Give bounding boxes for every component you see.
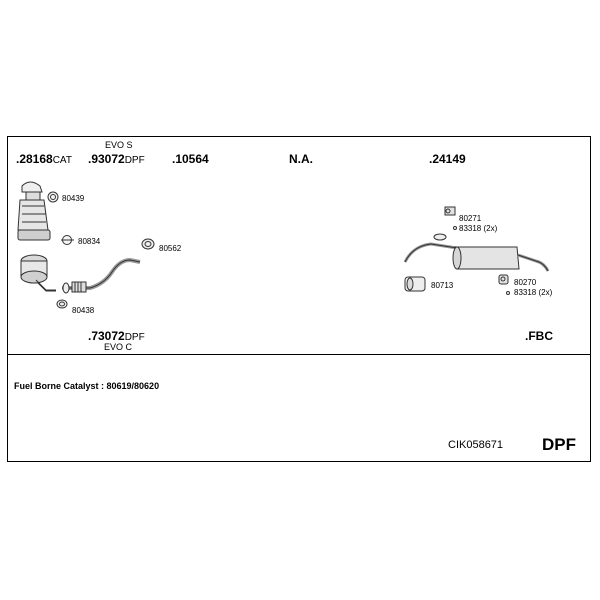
gasket-80834-drawing <box>61 235 74 245</box>
part-code-93072: .93072DPF <box>88 153 145 166</box>
clamp-80438-drawing <box>56 299 68 309</box>
label-80271: 80271 <box>459 214 482 223</box>
label-80562: 80562 <box>159 244 182 253</box>
kit-code: CIK058671 <box>448 439 504 451</box>
part-code-73072-suffix: DPF <box>124 332 145 343</box>
fuel-borne-catalyst-note: Fuel Borne Catalyst : 80619/80620 <box>14 381 160 391</box>
evo-c-label: EVO C <box>104 342 133 352</box>
hanger-80270-drawing <box>498 274 510 295</box>
label-80270: 80270 <box>514 278 537 287</box>
part-code-28168: .28168CAT <box>16 153 72 166</box>
dpf-drawing <box>20 254 56 292</box>
clamp-80713-drawing <box>404 276 426 292</box>
diagram-frame <box>7 136 591 462</box>
label-83318-bottom: 83318 (2x) <box>514 288 553 297</box>
part-code-73072-number: .73072 <box>88 329 125 343</box>
label-83318-top: 83318 (2x) <box>459 224 498 233</box>
evo-s-label: EVO S <box>105 140 133 150</box>
part-code-na: N.A. <box>289 152 313 166</box>
part-code-10564: .10564 <box>172 152 209 166</box>
part-code-93072-suffix: DPF <box>124 155 145 166</box>
part-code-73072: .73072DPF <box>88 330 145 343</box>
label-80713: 80713 <box>431 281 454 290</box>
catalyst-drawing <box>17 181 51 241</box>
label-80834: 80834 <box>78 237 101 246</box>
label-80438: 80438 <box>72 306 95 315</box>
label-80439: 80439 <box>62 194 85 203</box>
part-code-28168-suffix: CAT <box>52 155 72 166</box>
kit-type: DPF <box>542 435 576 454</box>
part-code-28168-number: .28168 <box>16 152 53 166</box>
section-divider <box>7 354 591 355</box>
clamp-80439-drawing <box>47 191 59 203</box>
clamp-80562-drawing <box>141 238 155 250</box>
rear-silencer-drawing <box>403 233 550 272</box>
front-pipe-drawing <box>62 257 141 294</box>
part-code-24149: .24149 <box>429 152 466 166</box>
part-code-fbc: .FBC <box>525 329 553 343</box>
hanger-80271-drawing <box>444 206 457 230</box>
part-code-93072-number: .93072 <box>88 152 125 166</box>
